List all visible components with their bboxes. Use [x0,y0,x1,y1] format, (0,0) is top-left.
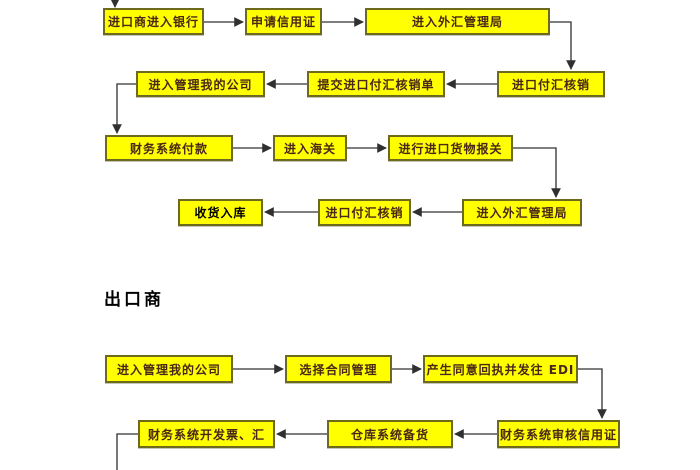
flow-box-enter-manage-my-company-1: 进入管理我的公司 [136,71,265,97]
flow-box-warehouse-system-prepare-goods: 仓库系统备货 [327,420,453,448]
flow-box-finance-system-payment: 财务系统付款 [105,135,233,161]
flow-box-import-goods-declaration: 进行进口货物报关 [388,135,513,161]
flow-box-enter-customs: 进入海关 [273,135,347,161]
flow-box-generate-acceptance-receipt-send-edi: 产生同意回执并发往 EDI [423,355,578,383]
flow-box-submit-import-payment-verification-form: 提交进口付汇核销单 [307,71,445,97]
flow-box-receive-goods-into-warehouse: 收货入库 [178,199,263,226]
connector-generate-receipt-to-finance-review [578,368,607,419]
flow-box-finance-system-review-letter-of-credit: 财务系统审核信用证 [497,420,620,448]
heading-exporter-section: 出口商 [104,290,164,310]
flow-box-enter-forex-admin-1: 进入外汇管理局 [365,8,550,35]
connector-finance-invoice-down-offscreen [116,433,138,470]
flow-box-import-payment-verification-1: 进口付汇核销 [497,71,605,97]
flow-box-import-payment-verification-2: 进口付汇核销 [318,199,411,226]
flow-box-enter-forex-admin-2: 进入外汇管理局 [462,199,582,226]
flow-box-finance-system-invoice: 财务系统开发票、汇 [138,420,275,448]
flow-box-importer-enter-bank: 进口商进入银行 [103,8,204,35]
flow-box-select-contract-management: 选择合同管理 [285,355,392,383]
flow-box-enter-manage-my-company-2: 进入管理我的公司 [105,355,233,383]
connector-goods-declaration-to-forex-2 [513,147,561,198]
flow-box-apply-letter-of-credit: 申请信用证 [245,8,322,35]
connector-manage-company-1-to-finance-payment [112,83,136,134]
connector-forex-1-to-payment-verification-1 [550,21,576,70]
